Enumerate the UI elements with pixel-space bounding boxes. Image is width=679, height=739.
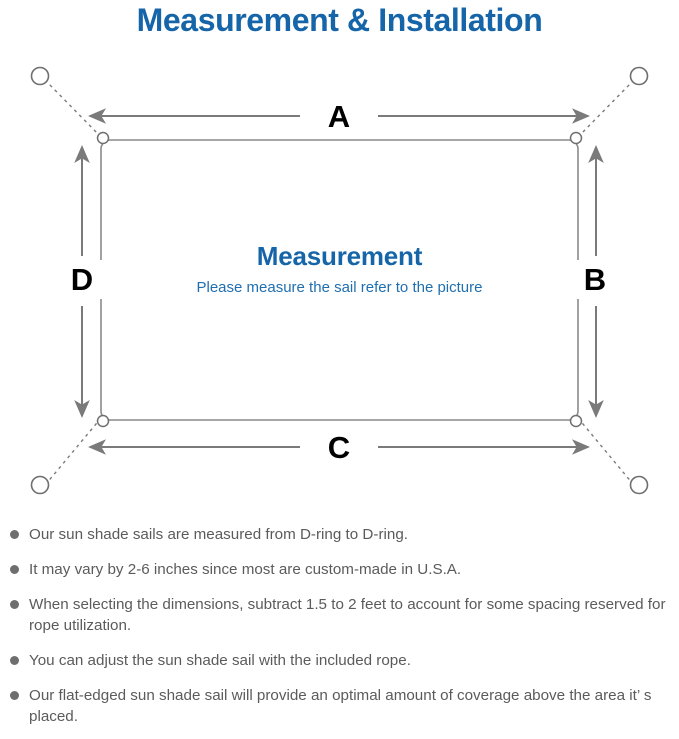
list-item: Our flat-edged sun shade sail will provi… <box>0 685 679 727</box>
dimension-label-c: C <box>306 432 372 463</box>
note-text: Our flat-edged sun shade sail will provi… <box>29 687 652 725</box>
dimension-label-a: A <box>306 101 372 132</box>
d-ring-top-left <box>96 131 110 145</box>
page-title: Measurement & Installation <box>136 2 543 38</box>
anchor-top-left <box>30 66 50 86</box>
list-item: When selecting the dimensions, subtract … <box>0 594 679 636</box>
diagram-svg <box>30 66 649 495</box>
rope-line-top-left <box>45 80 102 138</box>
list-item: Our sun shade sails are measured from D-… <box>0 524 679 545</box>
rope-lines <box>45 80 634 485</box>
bullet-icon <box>10 565 19 574</box>
note-text: You can adjust the sun shade sail with t… <box>29 652 411 669</box>
d-ring-bottom-left <box>96 414 110 428</box>
note-text: Our sun shade sails are measured from D-… <box>29 526 408 543</box>
sail-label-subtitle: Please measure the sail refer to the pic… <box>196 279 483 296</box>
list-item: It may vary by 2-6 inches since most are… <box>0 559 679 580</box>
rope-line-top-right <box>577 80 634 138</box>
d-ring-bottom-right <box>569 414 583 428</box>
dimension-label-d: D <box>62 260 102 299</box>
anchor-points <box>30 66 649 495</box>
anchor-bottom-right <box>629 475 649 495</box>
list-item: You can adjust the sun shade sail with t… <box>0 650 679 671</box>
rope-line-bottom-right <box>577 417 634 485</box>
anchor-bottom-left <box>30 475 50 495</box>
d-rings <box>96 131 583 428</box>
note-text: When selecting the dimensions, subtract … <box>29 596 666 634</box>
anchor-top-right <box>629 66 649 86</box>
note-text: It may vary by 2-6 inches since most are… <box>29 561 462 578</box>
bullet-icon <box>10 600 19 609</box>
shade-sail-measurement-diagram: A B C D Measurement Please measure the s… <box>0 48 679 513</box>
sail-label-title: Measurement <box>256 241 423 271</box>
bullet-icon <box>10 530 19 539</box>
d-ring-top-right <box>569 131 583 145</box>
notes-list: Our sun shade sails are measured from D-… <box>0 524 679 727</box>
dimension-label-b: B <box>575 260 615 299</box>
rope-line-bottom-left <box>45 417 102 485</box>
bullet-icon <box>10 691 19 700</box>
bullet-icon <box>10 656 19 665</box>
